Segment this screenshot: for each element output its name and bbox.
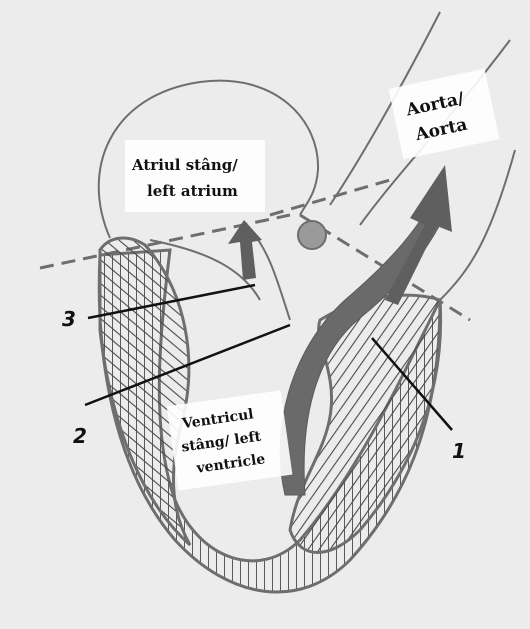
number-2: 2 [73, 424, 87, 448]
number-3: 3 [62, 307, 76, 331]
aorta-outline [330, 12, 515, 300]
left-atrium-label-box [125, 140, 265, 212]
left-atrium-label-line1: Atriul stâng/ [131, 156, 238, 174]
number-1: 1 [452, 439, 466, 463]
aorta-label-box [389, 69, 500, 160]
aortic-valve [298, 221, 326, 249]
left-atrium-label-line2: left atrium [147, 182, 238, 200]
free-wall [290, 295, 441, 552]
